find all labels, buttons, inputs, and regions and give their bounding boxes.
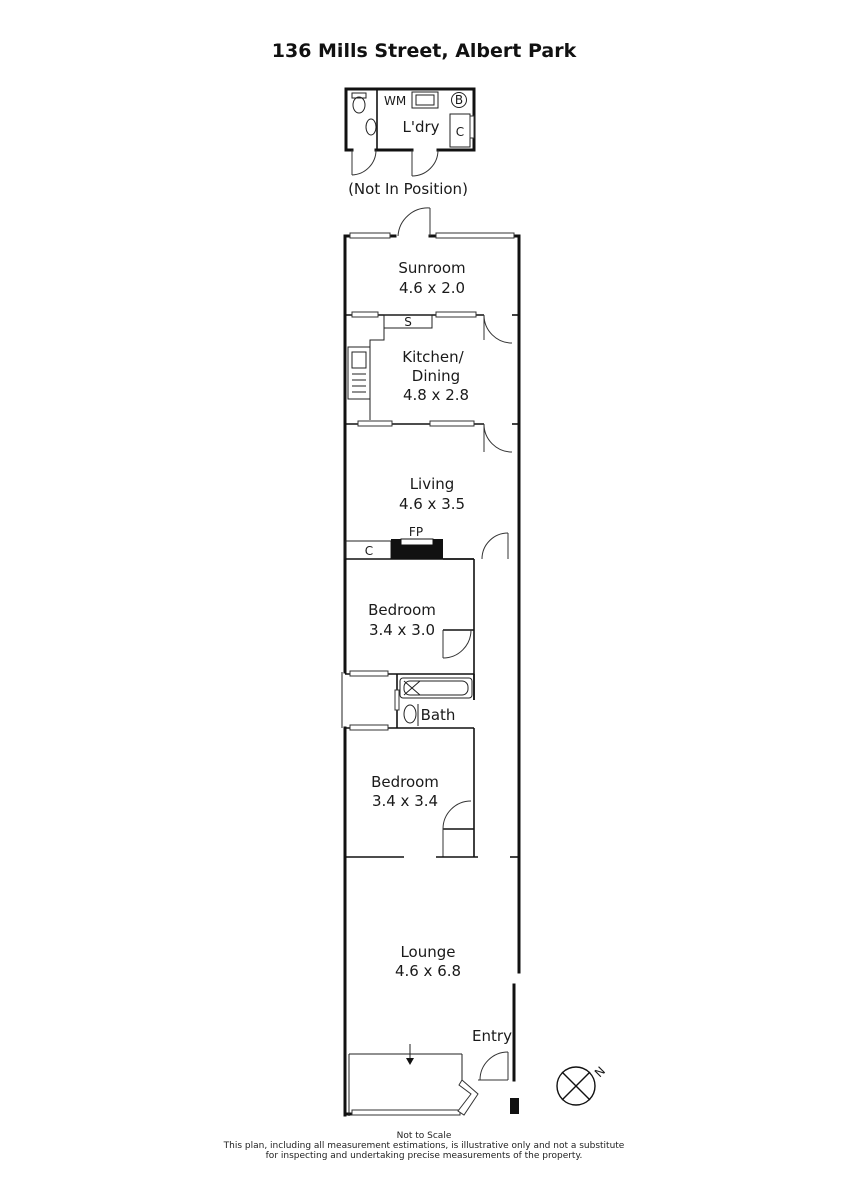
page-title: 136 Mills Street, Albert Park (272, 40, 577, 62)
front-window (351, 1109, 461, 1116)
not-in-position-note: (Not In Position) (348, 180, 468, 198)
kitchen-sink (347, 346, 371, 400)
laundry-door-swing (411, 149, 439, 177)
entry-name: Entry (472, 1027, 512, 1045)
entry-door-swing (479, 1051, 509, 1081)
bedroom1-name: Bedroom (368, 601, 436, 619)
living-door-swing (483, 423, 513, 453)
laundry-annex: C WM B L'dry (Not In Position) (344, 87, 476, 198)
bedroom1-window (349, 670, 389, 677)
annex-window (469, 115, 475, 139)
kitchen-door-swing (483, 314, 513, 344)
living-window-1 (357, 420, 393, 427)
laundry-label: L'dry (402, 118, 439, 136)
bay-arrow-head (406, 1058, 414, 1065)
bath-window (394, 689, 400, 711)
bedroom2-door-swing (442, 800, 472, 830)
boiler-symbol (451, 92, 467, 108)
compass-north-label: N (592, 1064, 608, 1080)
fireplace-hearth (400, 538, 434, 546)
laundry-trough-inner (415, 94, 435, 106)
living-cupboard-label: C (365, 544, 373, 558)
bath-name: Bath (421, 706, 456, 724)
kitchen-sink-bowl (351, 351, 367, 369)
footer-not-to-scale: Not to Scale (397, 1131, 452, 1141)
back-door-swing (397, 207, 431, 237)
living-window-2 (429, 420, 475, 427)
main-house: Sunroom 4.6 x 2.0 S Kitchen/ Dining 4.8 … (341, 207, 521, 1117)
kitchen-window-2 (435, 311, 477, 318)
living-size: 4.6 x 3.5 (399, 495, 465, 513)
lounge-size: 4.6 x 6.8 (395, 962, 461, 980)
stove-shelf (383, 314, 433, 329)
kitchen-window-1 (351, 311, 379, 318)
bedroom2-window (349, 724, 389, 731)
stove-label: S (404, 315, 412, 329)
sunroom-window-2 (435, 232, 515, 239)
annex-cupboard-label: C (456, 125, 464, 139)
bedroom1-door-swing (442, 629, 472, 659)
kitchen-name-line1: Kitchen/ (402, 348, 464, 366)
fireplace-label: FP (409, 525, 423, 539)
washing-machine-label: WM (384, 94, 406, 108)
bay-angled-window (457, 1079, 479, 1116)
compass-cross (561, 1071, 591, 1101)
bedroom2-size: 3.4 x 3.4 (372, 792, 438, 810)
lounge-name: Lounge (400, 943, 455, 961)
sunroom-window-1 (349, 232, 391, 239)
bathtub-inner (403, 680, 469, 696)
bedroom1-size: 3.4 x 3.0 (369, 621, 435, 639)
living-name: Living (410, 475, 455, 493)
compass: N (556, 1064, 608, 1106)
outer-right-pier (510, 1098, 519, 1114)
bedroom2-name: Bedroom (371, 773, 439, 791)
sunroom-size: 4.6 x 2.0 (399, 279, 465, 297)
wc-basin (365, 118, 377, 136)
wc-door-swing (351, 149, 377, 176)
kitchen-bench (369, 328, 385, 420)
kitchen-name-line2: Dining (412, 367, 460, 385)
sunroom-name: Sunroom (398, 259, 465, 277)
laundry-trough (411, 91, 439, 109)
bathtub (399, 677, 473, 699)
boiler-label: B (455, 93, 463, 107)
kitchen-size: 4.8 x 2.8 (403, 386, 469, 404)
hall-door-swing (481, 532, 509, 560)
bath-basin (403, 704, 417, 724)
footer-disclaimer-line2: for inspecting and undertaking precise m… (266, 1151, 583, 1161)
footer-disclaimer-line1: This plan, including all measurement est… (223, 1141, 625, 1151)
shower-cross-2 (403, 680, 421, 696)
wc-cistern (351, 92, 367, 99)
wc-toilet (352, 96, 366, 114)
